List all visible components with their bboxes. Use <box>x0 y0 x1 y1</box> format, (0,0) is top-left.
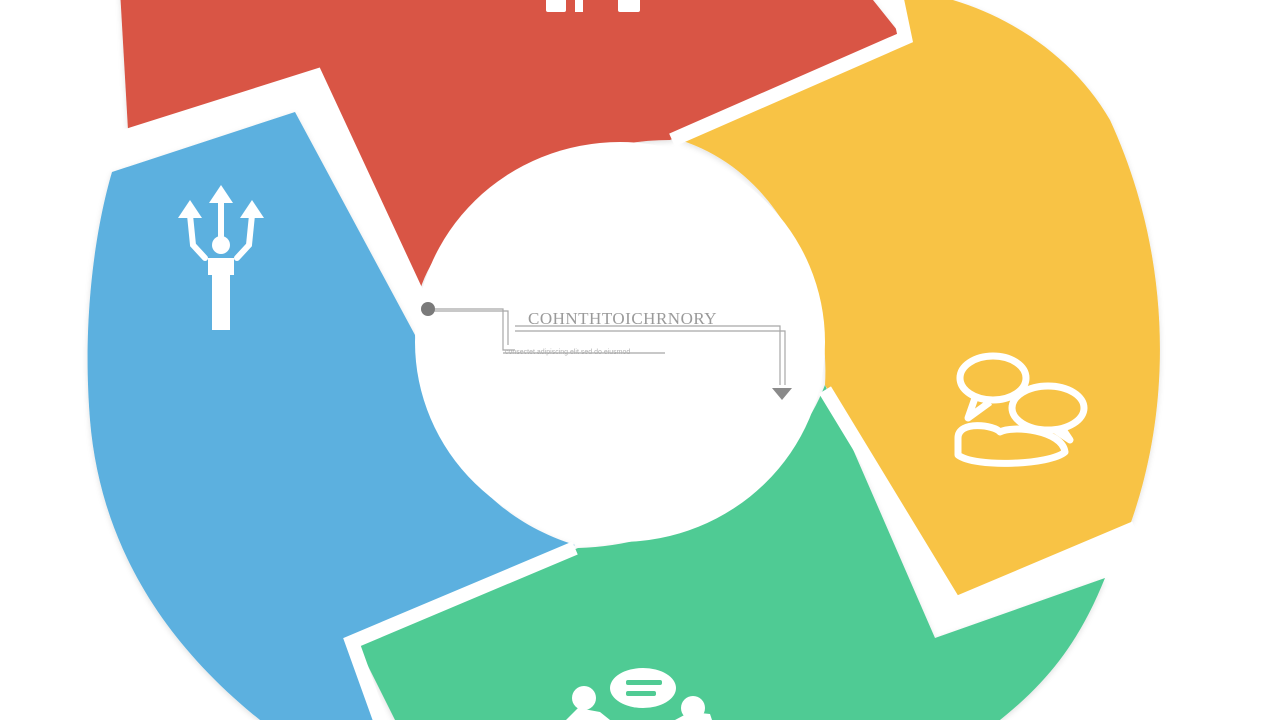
connector-lines <box>428 308 786 385</box>
segment-top <box>120 0 905 290</box>
center-title: COHNTHTOICHRNORY <box>528 309 717 328</box>
connector-arrowhead <box>772 388 792 400</box>
arrows-person-icon <box>178 185 264 330</box>
hierarchy-people-icon <box>546 0 640 12</box>
connector-dot <box>421 302 435 316</box>
center-subtitle: consectet adipiscing elit sed do eiusmod <box>505 349 630 356</box>
chat-bubbles-icon <box>954 352 1088 467</box>
segment-right <box>680 0 1160 598</box>
segment-bottom <box>355 385 1105 720</box>
center-hole <box>415 142 825 542</box>
discussion-people-icon <box>566 668 712 720</box>
